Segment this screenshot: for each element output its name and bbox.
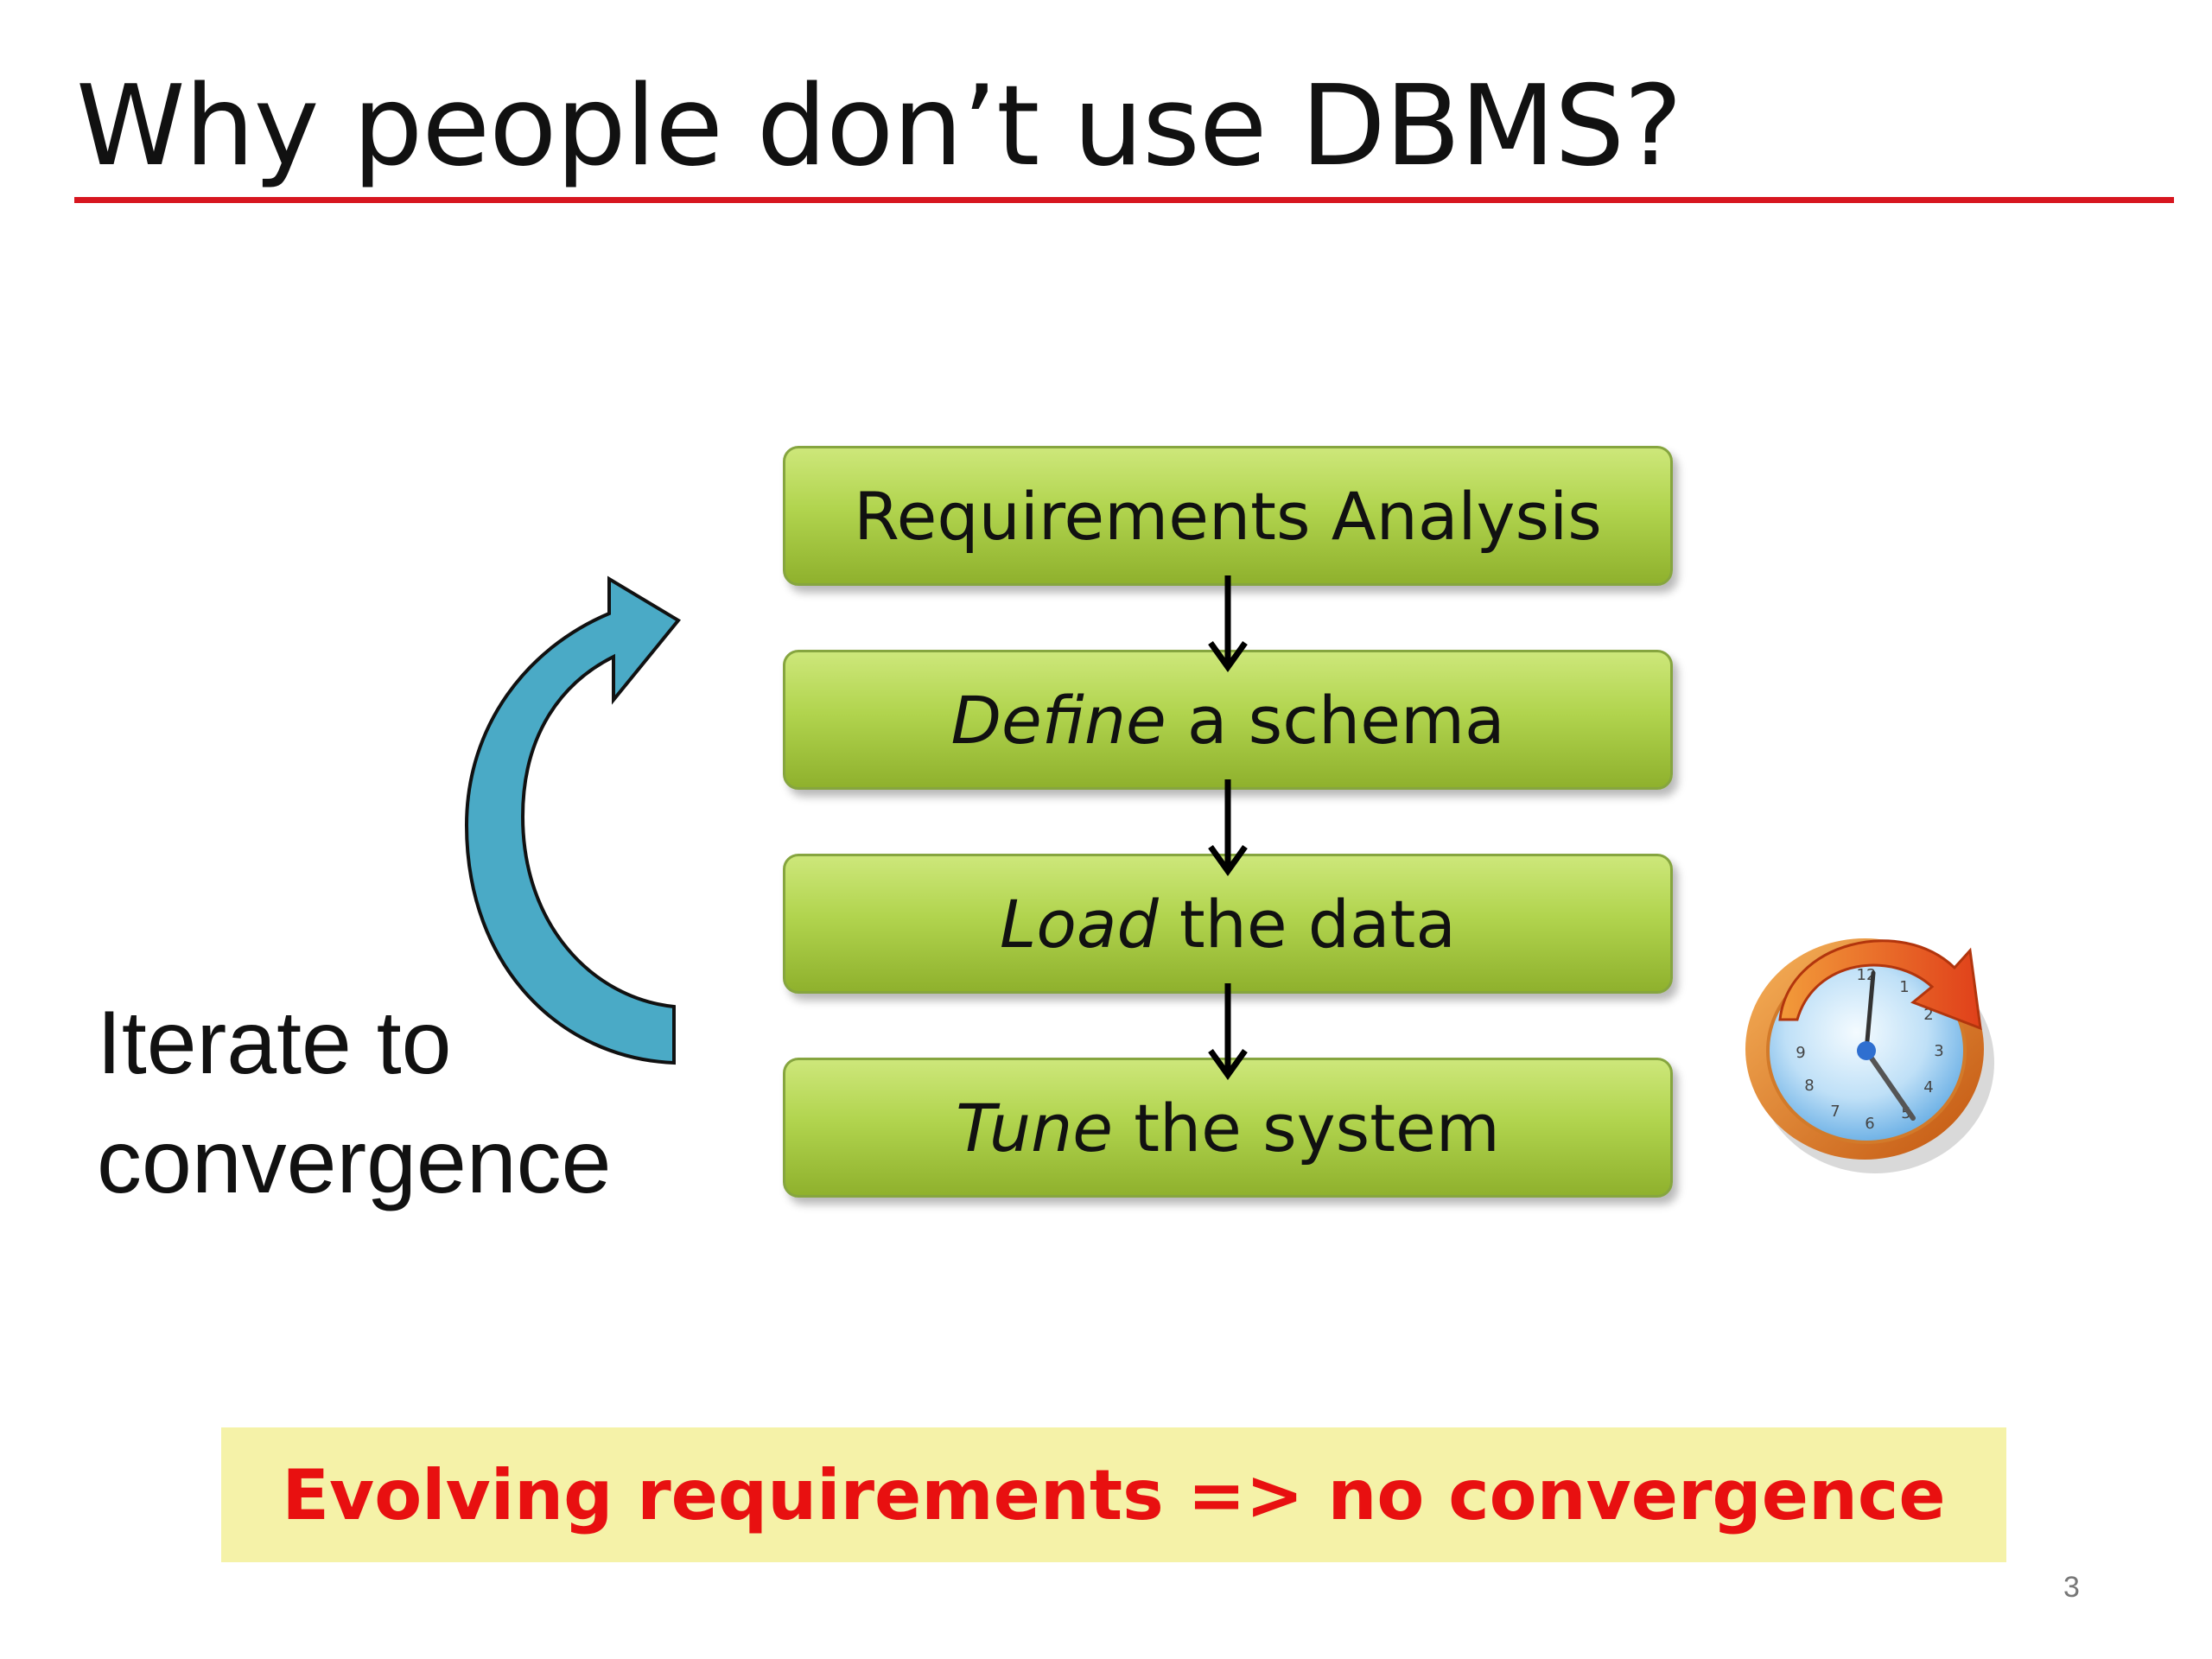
step-define-schema: Define a schema bbox=[783, 650, 1673, 790]
iterate-label: Iterate to convergence bbox=[97, 983, 612, 1222]
iterate-line-1: Iterate to bbox=[97, 993, 452, 1093]
step-4-emphasis: Tune bbox=[956, 1089, 1114, 1166]
conclusion-text: Evolving requirements => no convergence bbox=[282, 1454, 1946, 1535]
svg-text:2: 2 bbox=[1923, 1006, 1933, 1024]
step-2-emphasis: Define bbox=[950, 681, 1166, 759]
connector-arrow-3 bbox=[1208, 983, 1248, 1081]
step-tune-system: Tune the system bbox=[783, 1058, 1673, 1198]
step-3-text: the data bbox=[1158, 885, 1456, 963]
page-number: 3 bbox=[2063, 1571, 2080, 1604]
slide-title: Why people don’t use DBMS? bbox=[76, 62, 1682, 191]
step-2-text: a schema bbox=[1166, 681, 1505, 759]
step-1-text: Requirements Analysis bbox=[854, 477, 1602, 555]
svg-text:9: 9 bbox=[1796, 1044, 1805, 1062]
connector-arrow-1 bbox=[1208, 575, 1248, 673]
svg-text:5: 5 bbox=[1901, 1104, 1910, 1122]
connector-arrow-2 bbox=[1208, 779, 1248, 877]
step-4-text: the system bbox=[1113, 1089, 1500, 1166]
svg-text:4: 4 bbox=[1923, 1078, 1933, 1096]
svg-text:8: 8 bbox=[1804, 1077, 1814, 1095]
circular-arrow-icon bbox=[464, 575, 682, 1065]
svg-text:3: 3 bbox=[1934, 1042, 1943, 1060]
conclusion-banner: Evolving requirements => no convergence bbox=[221, 1427, 2006, 1562]
clock-refresh-icon: 12 1 2 3 4 5 6 7 8 9 bbox=[1745, 938, 1994, 1173]
svg-text:6: 6 bbox=[1865, 1115, 1874, 1133]
title-underline bbox=[74, 197, 2174, 203]
step-requirements-analysis: Requirements Analysis bbox=[783, 446, 1673, 586]
step-3-emphasis: Load bbox=[1000, 885, 1159, 963]
iterate-line-2: convergence bbox=[97, 1112, 612, 1212]
svg-text:7: 7 bbox=[1830, 1103, 1840, 1121]
svg-text:1: 1 bbox=[1899, 978, 1909, 996]
